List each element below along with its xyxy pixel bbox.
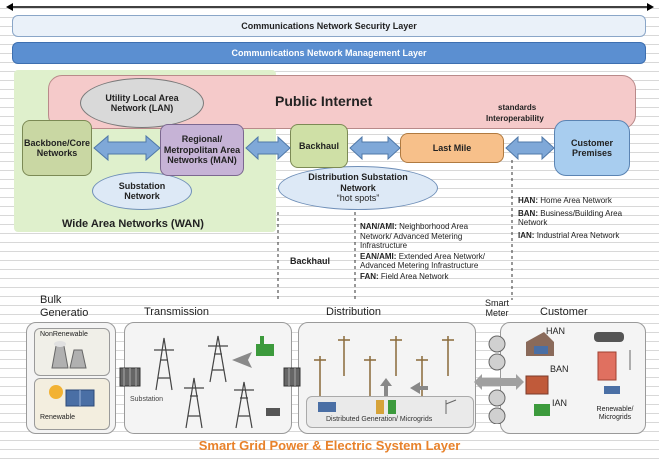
ian-label: IAN bbox=[552, 398, 568, 408]
security-layer-label: Communications Network Security Layer bbox=[241, 21, 417, 31]
backhaul-side-label: Backhaul bbox=[290, 256, 331, 266]
distribution-substation-ellipse: Distribution Substation Network “hot spo… bbox=[278, 166, 438, 210]
distribution-poles bbox=[314, 336, 454, 396]
legend-han: HAN: Home Area Network bbox=[518, 196, 612, 205]
meter-arrow bbox=[474, 374, 524, 390]
legend-han-ban-ian: HAN: Home Area Network BAN: Business/Bui… bbox=[518, 196, 638, 240]
standards-label: standards bbox=[498, 103, 537, 112]
last-mile-label: Last Mile bbox=[432, 142, 472, 153]
renewable-label: Renewable bbox=[40, 414, 76, 421]
transmission-title: Transmission bbox=[144, 306, 209, 318]
legend-ean: EAN/AMI: Extended Area Network/ Advanced… bbox=[360, 251, 485, 271]
distributed-generation-label: Distributed Generation/ Microgrids bbox=[326, 416, 433, 423]
interoperability-label: Interoperability bbox=[486, 114, 544, 123]
management-layer-bar: Communications Network Management Layer bbox=[12, 42, 646, 64]
microgrid-icons bbox=[318, 399, 457, 414]
arrow-regional-backhaul bbox=[245, 135, 291, 161]
last-mile-box: Last Mile bbox=[400, 133, 504, 163]
backbone-core-label: Backbone/Core Networks bbox=[23, 137, 91, 158]
regional-man-box: Regional/ Metropolitan Area Networks (MA… bbox=[160, 124, 244, 176]
substation-label: Substation bbox=[130, 396, 164, 403]
management-layer-label: Communications Network Management Layer bbox=[231, 48, 427, 58]
legend-ban: BAN: Business/Building Area Network bbox=[518, 208, 623, 228]
han-label: HAN bbox=[546, 326, 566, 336]
arrow-lastmile-customer bbox=[505, 135, 555, 161]
top-span-arrow bbox=[6, 3, 654, 11]
distribution-substation-label: Distribution Substation Network bbox=[308, 172, 408, 193]
bulk-generation-title: Bulk Generatio bbox=[40, 294, 89, 319]
legend-nan: NAN/AMI: Neighborhood Area Network/ Adva… bbox=[360, 222, 469, 251]
substation-network-ellipse: Substation Network bbox=[92, 172, 192, 210]
power-layer-footer: Smart Grid Power & Electric System Layer bbox=[198, 438, 461, 453]
hot-spots-label: “hot spots” bbox=[336, 193, 380, 204]
distribution-title: Distribution bbox=[326, 306, 382, 318]
customer-icons bbox=[525, 332, 631, 416]
public-internet-label: Public Internet bbox=[275, 93, 373, 109]
distribution-substation-icon bbox=[283, 367, 301, 387]
substation-network-label: Substation Network bbox=[118, 180, 166, 201]
power-plant-icon bbox=[51, 341, 87, 369]
customer-title: Customer bbox=[540, 306, 588, 318]
transmission-towers bbox=[154, 335, 280, 429]
ban-label: BAN bbox=[550, 364, 569, 374]
legend-nan-ean-fan: NAN/AMI: Neighborhood Area Network/ Adva… bbox=[360, 222, 494, 282]
arrow-backhaul-lastmile bbox=[349, 135, 401, 161]
renewable-microgrids-label: Renewable/ Microgrids bbox=[596, 406, 634, 422]
wan-label: Wide Area Networks (WAN) bbox=[62, 218, 204, 230]
substation-icon bbox=[119, 367, 141, 387]
solar-panel-icon bbox=[49, 385, 95, 407]
backhaul-box: Backhaul bbox=[290, 124, 348, 168]
legend-fan: FAN: Field Area Network bbox=[360, 271, 449, 281]
utility-lan-ellipse: Utility Local Area Network (LAN) bbox=[80, 78, 204, 128]
arrow-backbone-regional bbox=[93, 134, 161, 162]
nonrenewable-label: NonRenewable bbox=[40, 331, 88, 338]
smart-meter-icons bbox=[488, 335, 506, 424]
utility-lan-label: Utility Local Area Network (LAN) bbox=[105, 92, 179, 113]
customer-premises-label: Customer Premises bbox=[570, 137, 613, 158]
security-layer-bar: Communications Network Security Layer bbox=[12, 15, 646, 37]
smart-meter-title: Smart Meter bbox=[484, 298, 509, 318]
backhaul-box-label: Backhaul bbox=[298, 140, 340, 151]
customer-premises-box: Customer Premises bbox=[554, 120, 630, 176]
regional-man-label: Regional/ Metropolitan Area Networks (MA… bbox=[163, 134, 241, 166]
legend-ian: IAN: Industrial Area Network bbox=[518, 230, 620, 240]
backbone-core-box: Backbone/Core Networks bbox=[22, 120, 92, 176]
